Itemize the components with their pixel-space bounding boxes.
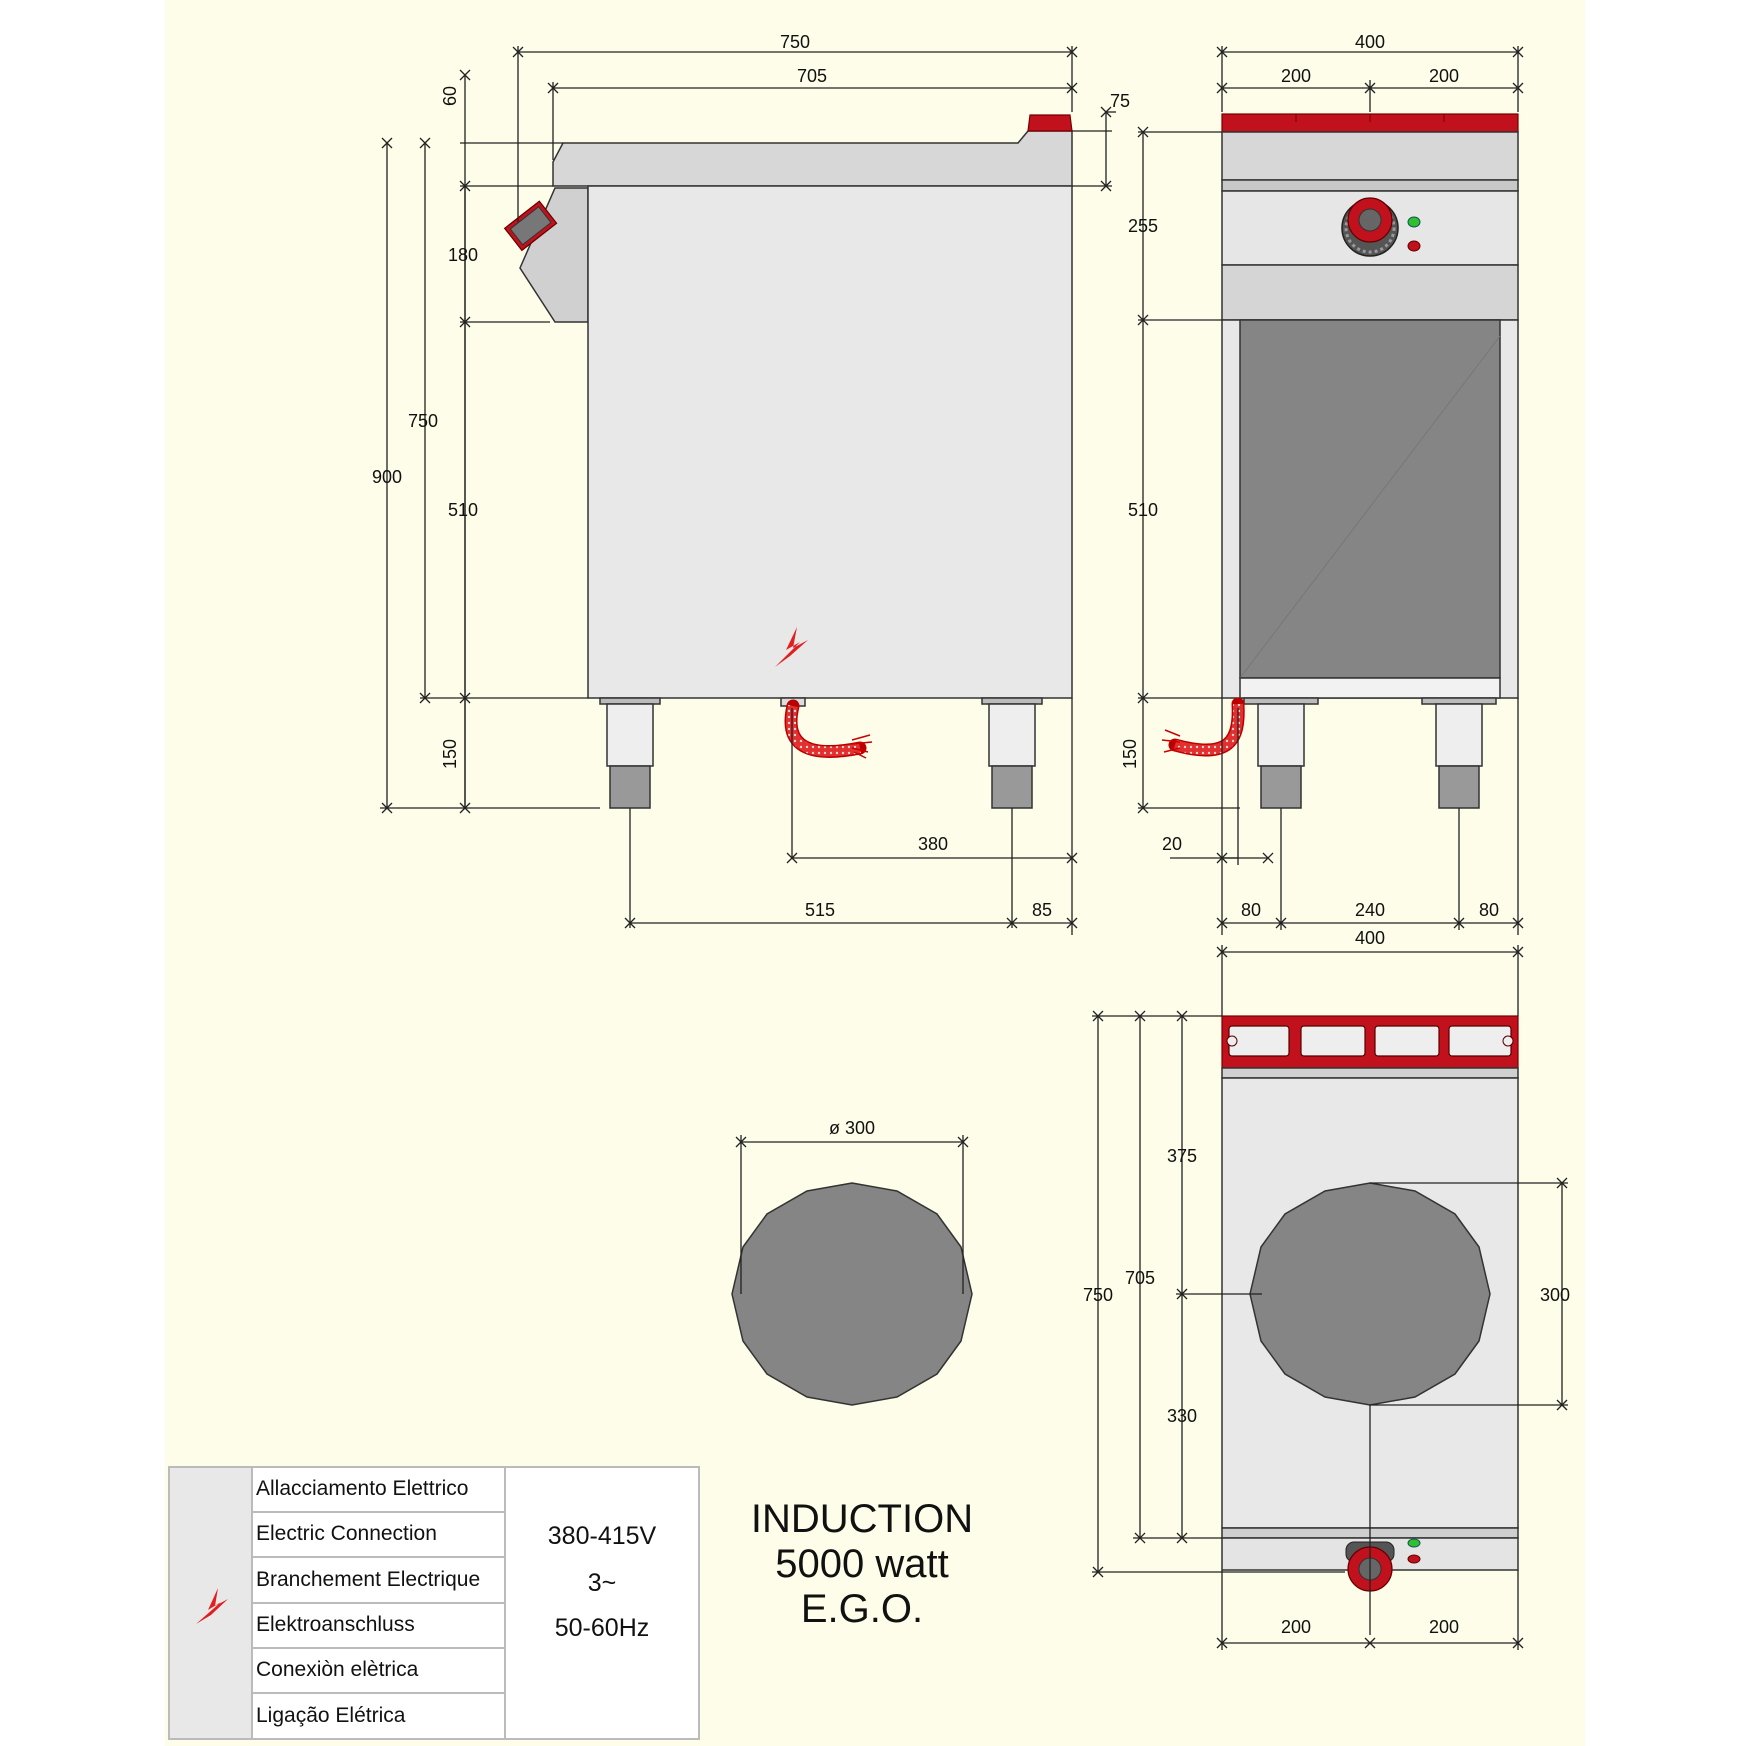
table-electric-icon	[196, 1588, 228, 1624]
side-leg-right	[981, 697, 1043, 809]
side-dim-510: 510	[448, 500, 478, 520]
front-view: 400 200 200 255 510 150 20 80 240 80	[1120, 32, 1524, 935]
side-cable	[786, 704, 861, 757]
side-knob	[503, 200, 558, 252]
table-label-fr: Branchement Electrique	[256, 1568, 480, 1591]
side-dim-150: 150	[440, 739, 460, 769]
front-leg-right	[1421, 697, 1497, 809]
top-dim-375: 375	[1167, 1146, 1197, 1166]
top-dim-200-left: 200	[1281, 1617, 1311, 1637]
front-dim-200-right: 200	[1429, 66, 1459, 86]
front-dim-400: 400	[1355, 32, 1385, 52]
table-frequency: 50-60Hz	[555, 1614, 650, 1642]
front-dim-80-right: 80	[1479, 900, 1499, 920]
top-dim-200-right: 200	[1429, 1617, 1459, 1637]
front-dim-200-left: 200	[1281, 66, 1311, 86]
side-dim-750-height: 750	[408, 411, 438, 431]
front-dim-255: 255	[1128, 216, 1158, 236]
table-label-es: Conexiòn elètrica	[256, 1658, 419, 1681]
side-dim-750: 750	[780, 32, 810, 52]
plate-diameter: ø 300	[829, 1118, 875, 1138]
front-green-light	[1407, 216, 1421, 228]
table-phase: 3~	[588, 1569, 617, 1597]
table-label-de: Elektroanschluss	[256, 1613, 415, 1636]
front-dim-150: 150	[1120, 739, 1140, 769]
side-leg-left	[599, 697, 661, 809]
title-line-2: 5000 watt	[775, 1542, 948, 1586]
front-top-plate	[1221, 131, 1519, 181]
top-view: 400 375 705 750 330 300 200 200	[1083, 928, 1570, 1650]
side-dim-380: 380	[918, 834, 948, 854]
side-control-panel	[519, 187, 589, 323]
side-view: 750 705 60 75 180 750 900 510 150 380 51…	[372, 32, 1130, 935]
side-body	[587, 185, 1073, 699]
table-icon-cell	[168, 1466, 253, 1740]
title-line-3: E.G.O.	[801, 1587, 923, 1631]
table-label-en: Electric Connection	[256, 1522, 437, 1545]
top-dim-400: 400	[1355, 928, 1385, 948]
top-dim-750: 750	[1083, 1285, 1113, 1305]
title-line-1: INDUCTION	[751, 1497, 973, 1541]
top-dim-705: 705	[1125, 1268, 1155, 1288]
side-dim-60: 60	[440, 86, 460, 106]
side-top-red-rim	[1027, 114, 1073, 132]
front-dark-panel	[1239, 319, 1501, 679]
top-induction-plate	[1249, 1182, 1491, 1406]
front-red-light	[1407, 240, 1421, 252]
side-dim-705: 705	[797, 66, 827, 86]
table-voltage: 380-415V	[548, 1522, 657, 1550]
table-label-it: Allacciamento Elettrico	[256, 1477, 468, 1500]
connection-table: Allacciamento Elettrico Electric Connect…	[168, 1466, 700, 1740]
front-leg-left	[1243, 697, 1319, 809]
side-dim-515: 515	[805, 900, 835, 920]
front-dim-80-left: 80	[1241, 900, 1261, 920]
product-title: INDUCTION 5000 watt E.G.O.	[751, 1497, 973, 1631]
front-knob	[1341, 197, 1399, 257]
top-dim-300: 300	[1540, 1285, 1570, 1305]
side-dim-75: 75	[1110, 91, 1130, 111]
side-dim-180: 180	[448, 245, 478, 265]
side-dim-85: 85	[1032, 900, 1052, 920]
plate-detail-disc	[731, 1182, 973, 1406]
front-dim-510: 510	[1128, 500, 1158, 520]
top-dim-330: 330	[1167, 1406, 1197, 1426]
side-cable-wires	[851, 734, 873, 759]
table-label-pt: Ligação Elétrica	[256, 1704, 406, 1727]
side-dim-900: 900	[372, 467, 402, 487]
front-dim-20: 20	[1162, 834, 1182, 854]
plate-detail: ø 300	[731, 1118, 973, 1406]
front-dim-240: 240	[1355, 900, 1385, 920]
